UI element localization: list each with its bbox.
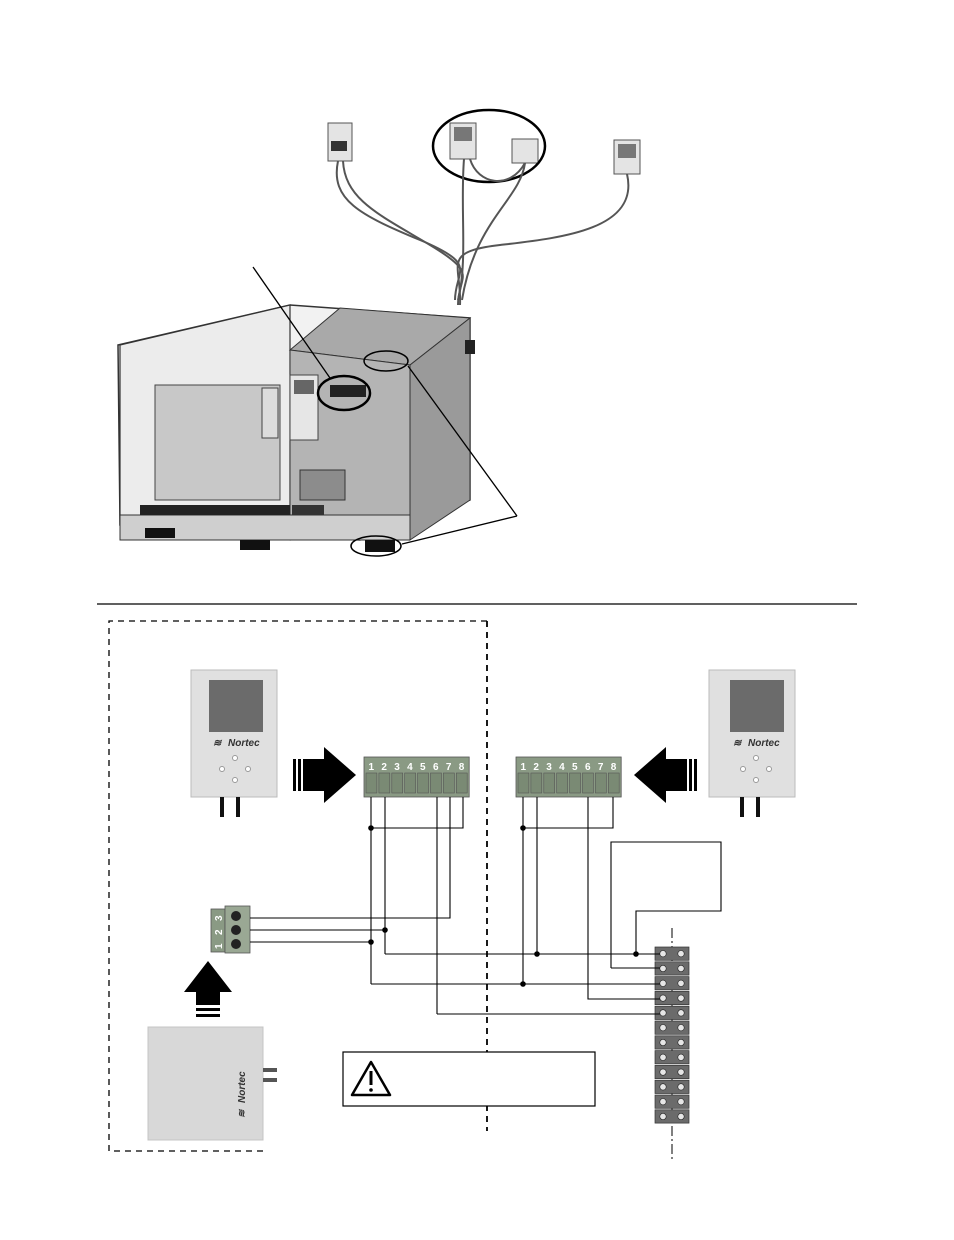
right-pin-5-slot — [569, 772, 581, 794]
sensor-device: Nortec ≋ — [147, 1026, 277, 1141]
leader-lines — [252, 266, 518, 545]
right-pin-4-label: 4 — [559, 762, 565, 773]
left-display-brand: Nortec — [228, 738, 260, 749]
arrow-up-icon — [184, 961, 232, 1017]
right-display-logo-icon: ≋ — [733, 738, 743, 749]
left-pin-2-label: 2 — [381, 762, 387, 773]
rail-terminal-7-right-screw — [677, 1039, 685, 1047]
right-pin-1-label: 1 — [520, 762, 526, 773]
arrow-left-icon — [634, 747, 697, 803]
sensor-logo-icon: ≋ — [237, 1108, 248, 1118]
callout-ellipse-top-entry — [363, 350, 409, 372]
right-pin-8-slot — [607, 772, 620, 794]
right-display-brand: Nortec — [748, 738, 780, 749]
left-pin-5-slot — [417, 772, 429, 794]
left-pin-4-slot — [404, 772, 416, 794]
right-pin-4-slot — [556, 772, 568, 794]
left-display-logo-icon: ≋ — [213, 738, 223, 749]
rail-terminal-8-right-screw — [677, 1053, 685, 1061]
rail-terminal-6-left-screw — [659, 1024, 667, 1032]
left-pin-1-slot — [365, 772, 378, 794]
wall-device-3 — [511, 138, 539, 164]
left-display-device: Nortec ≋ — [190, 669, 278, 817]
right-pin-5-label: 5 — [572, 762, 578, 773]
rail-terminal-9-right-screw — [677, 1068, 685, 1076]
right-pin-3-slot — [543, 772, 555, 794]
rail-terminal-3-left-screw — [659, 979, 667, 987]
rail-terminal-3-right-screw — [677, 979, 685, 987]
left-display-screen — [209, 680, 263, 732]
left-pin-3-slot — [391, 772, 403, 794]
humidifier-illustration — [117, 108, 641, 557]
right-pin-2-label: 2 — [533, 762, 539, 773]
rail-terminal-7-left-screw — [659, 1039, 667, 1047]
rail-terminal-4-right-screw — [677, 994, 685, 1002]
arrow-right-icon — [293, 747, 356, 803]
left-pin-7-label: 7 — [446, 762, 452, 773]
wall-device-2 — [449, 122, 477, 160]
rail-terminal-4-left-screw — [659, 994, 667, 1002]
left-pin-4-label: 4 — [407, 762, 413, 773]
terminal-rail — [654, 946, 690, 1124]
rail-terminal-1-left-screw — [659, 950, 667, 958]
left-pin-6-slot — [430, 772, 442, 794]
right-pin-7-slot — [595, 772, 607, 794]
right-pin-7-label: 7 — [598, 762, 604, 773]
right-display-screen — [730, 680, 784, 732]
rail-terminal-10-right-screw — [677, 1083, 685, 1091]
left-pin-1-label: 1 — [368, 762, 374, 773]
callout-ellipse-devices — [431, 108, 547, 184]
rail-terminal-9-left-screw — [659, 1068, 667, 1076]
warning-icon — [350, 1060, 392, 1097]
wiring — [250, 797, 722, 1015]
sensor-brand: Nortec — [237, 1071, 248, 1103]
right-pin-3-label: 3 — [546, 762, 552, 773]
right-pin-1-slot — [517, 772, 530, 794]
callout-ellipse-bottom-entry — [350, 535, 402, 557]
rail-terminal-5-left-screw — [659, 1009, 667, 1017]
rail-terminal-10-left-screw — [659, 1083, 667, 1091]
warning-box — [342, 1051, 596, 1107]
right-pin-8-label: 8 — [611, 762, 617, 773]
left-pin-2-slot — [378, 772, 391, 794]
rail-terminal-5-right-screw — [677, 1009, 685, 1017]
rail-terminal-6-right-screw — [677, 1024, 685, 1032]
sensor-pin-3-label: 3 — [214, 915, 225, 921]
right-pin-2-slot — [530, 772, 543, 794]
rail-terminal-2-left-screw — [659, 964, 667, 972]
humidifier-cabinet — [117, 304, 475, 552]
left-pin-7-slot — [443, 772, 455, 794]
left-pin-8-slot — [455, 772, 468, 794]
wall-device-4 — [613, 139, 641, 175]
right-display-device: Nortec ≋ — [708, 669, 796, 817]
left-pin-3-label: 3 — [394, 762, 400, 773]
right-pin-6-label: 6 — [585, 762, 591, 773]
callout-ellipse-terminal — [316, 374, 372, 412]
dashed-boundary — [108, 620, 488, 1152]
rail-terminal-11-right-screw — [677, 1098, 685, 1106]
right-pin-6-slot — [582, 772, 594, 794]
rail-terminal-2-right-screw — [677, 964, 685, 972]
wall-device-1 — [327, 122, 353, 162]
left-pin-6-label: 6 — [433, 762, 439, 773]
sensor-terminal-block: 3 2 1 — [210, 905, 251, 954]
rail-terminal-8-left-screw — [659, 1053, 667, 1061]
rail-terminal-12-right-screw — [677, 1113, 685, 1121]
left-pin-8-label: 8 — [459, 762, 465, 773]
sensor-pin-1-label: 1 — [214, 943, 225, 949]
rail-terminal-1-right-screw — [677, 950, 685, 958]
cables — [335, 158, 630, 306]
left-pin-5-label: 5 — [420, 762, 426, 773]
rail-terminal-12-left-screw — [659, 1113, 667, 1121]
sensor-pin-2-label: 2 — [214, 929, 225, 935]
rail-terminal-11-left-screw — [659, 1098, 667, 1106]
